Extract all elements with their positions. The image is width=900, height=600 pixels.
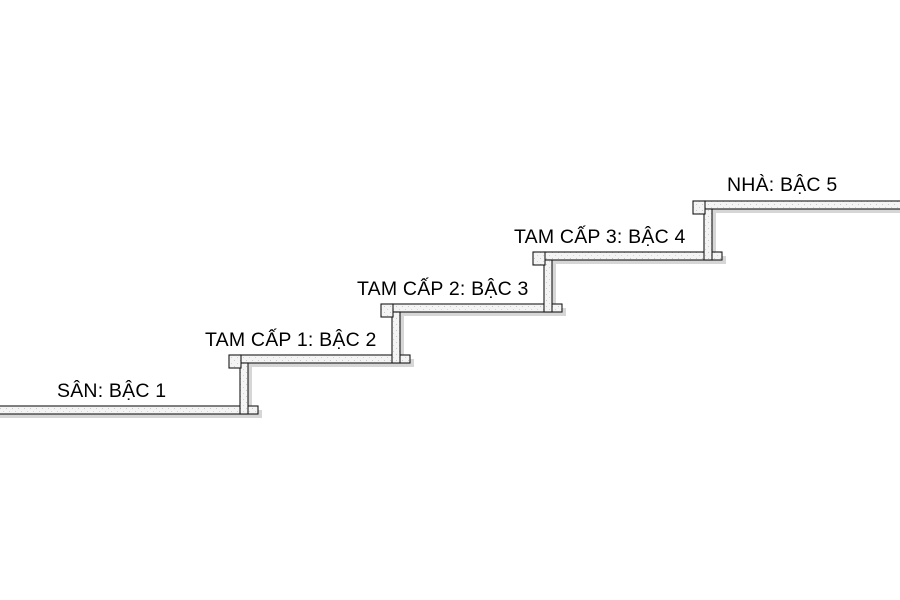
riser-slab <box>391 311 401 364</box>
step-label-step-2: TAM CẤP 1: BẬC 2 <box>205 329 377 351</box>
riser-slab <box>543 259 553 313</box>
step-label-step-5: NHÀ: BẬC 5 <box>727 174 838 196</box>
riser-slab <box>239 362 249 415</box>
riser-slab <box>703 208 713 261</box>
tread-slab <box>0 405 259 415</box>
tread-slab <box>391 303 563 313</box>
tread-nosing <box>692 200 706 215</box>
step-label-step-1: SÂN: BẬC 1 <box>57 380 167 402</box>
tread-nosing <box>380 303 394 318</box>
step-label-step-4: TAM CẤP 3: BẬC 4 <box>514 226 686 248</box>
tread-nosing <box>228 354 242 369</box>
tread-slab <box>543 251 723 261</box>
step-nosing-layer <box>228 200 706 369</box>
tread-slab <box>703 200 900 210</box>
step-label-step-3: TAM CẤP 2: BẬC 3 <box>357 278 529 300</box>
tread-slab <box>239 354 411 364</box>
tread-nosing <box>532 251 546 266</box>
step-slab-layer <box>0 200 900 415</box>
